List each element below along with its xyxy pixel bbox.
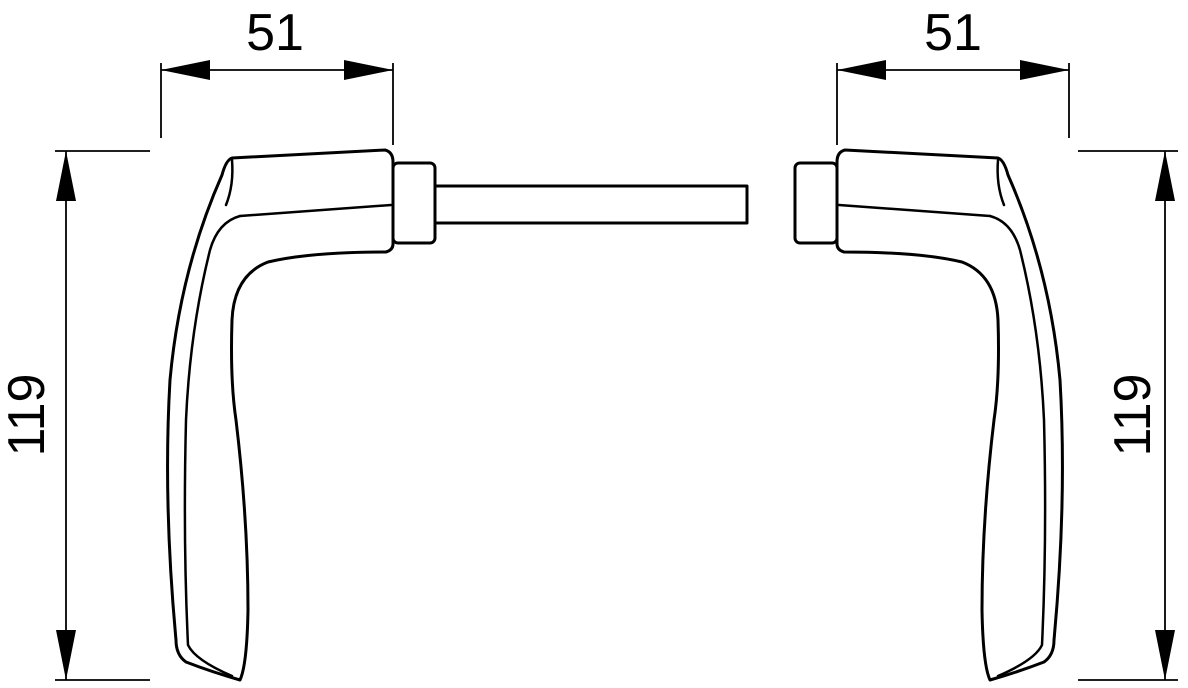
left-rose <box>391 161 437 245</box>
right-width-dimension: 51 <box>836 4 1070 145</box>
right-handle-edge-line <box>996 158 1006 207</box>
right-handle-top-line <box>837 203 992 218</box>
left-width-label: 51 <box>246 4 304 62</box>
right-handle-inner-curve <box>988 214 1047 678</box>
right-handle <box>793 148 1064 682</box>
left-handle <box>166 148 749 682</box>
left-handle-top-line <box>238 203 393 218</box>
right-handle-outline <box>835 148 1064 682</box>
left-handle-edge-line <box>224 158 234 207</box>
right-height-arrow-bottom <box>1155 630 1175 680</box>
left-width-arrow-right <box>344 60 393 80</box>
right-width-arrow-right <box>1020 60 1069 80</box>
right-rose <box>793 161 839 245</box>
right-height-label: 119 <box>1104 374 1162 457</box>
left-height-arrow-bottom <box>56 630 76 680</box>
left-height-label: 119 <box>0 374 56 457</box>
left-height-arrow-top <box>56 151 76 201</box>
left-width-arrow-left <box>161 60 210 80</box>
spindle <box>433 184 749 225</box>
left-handle-outline <box>166 148 395 682</box>
left-width-dimension: 51 <box>160 4 394 145</box>
right-width-label: 51 <box>924 4 982 62</box>
left-handle-inner-curve <box>183 214 242 678</box>
right-width-arrow-left <box>837 60 886 80</box>
left-height-dimension: 119 <box>0 150 150 681</box>
right-height-arrow-top <box>1155 151 1175 201</box>
right-height-dimension: 119 <box>1078 150 1178 681</box>
